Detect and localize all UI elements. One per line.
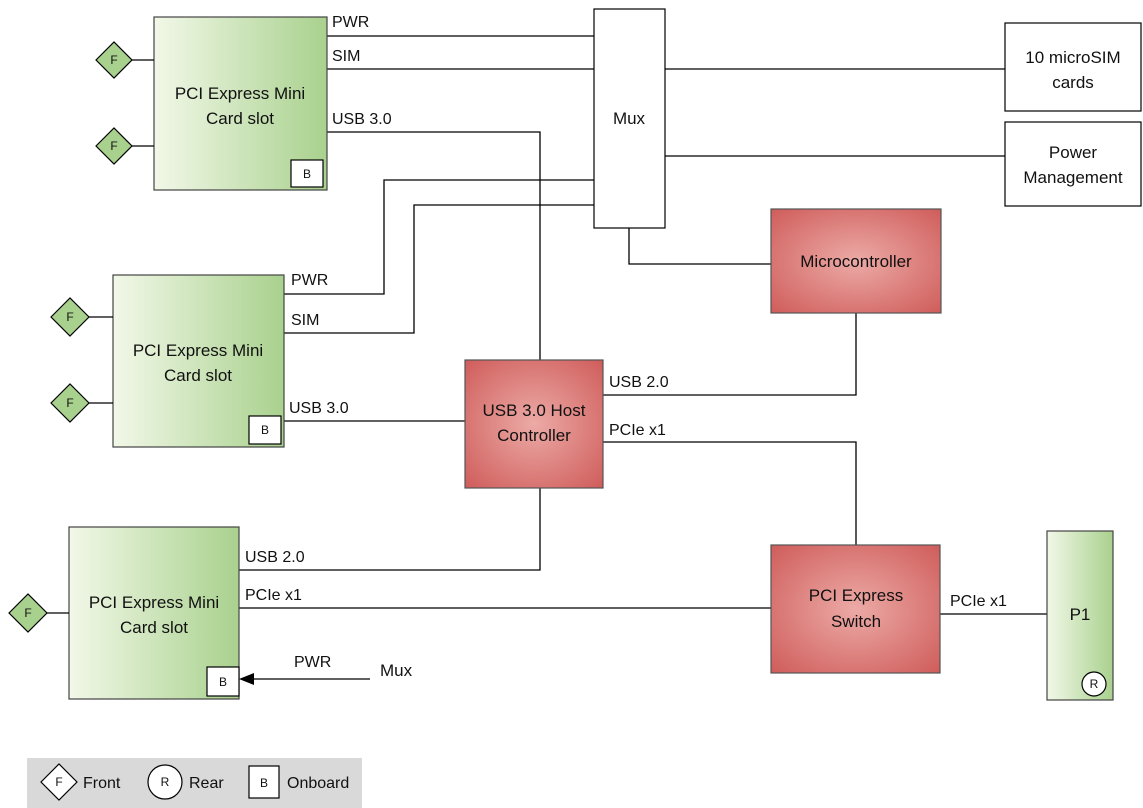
- p1-slot-block: P1 R: [1046, 530, 1114, 701]
- signal-label: PWR: [294, 654, 331, 671]
- front-marker-text: F: [66, 310, 73, 324]
- signal-label: SIM: [332, 48, 360, 65]
- switch-label-line1: PCI Express: [809, 586, 903, 605]
- card-label-line1: PCI Express Mini: [133, 341, 263, 360]
- legend-rear-item: R Rear: [147, 764, 224, 800]
- rear-marker-text: R: [1090, 677, 1099, 691]
- microsim-label-line2: cards: [1052, 73, 1094, 92]
- front-connector-icon: F: [8, 593, 69, 633]
- pcie-switch-block: PCI Express Switch: [770, 544, 941, 674]
- p1-label: P1: [1070, 605, 1091, 624]
- legend-onboard-label: Onboard: [287, 775, 349, 792]
- microsim-block: 10 microSIM cards: [1004, 22, 1142, 112]
- legend: F Front R Rear B Onboard: [27, 758, 362, 808]
- usbhost-label-line2: Controller: [497, 426, 571, 445]
- front-diamond-icon: [40, 763, 78, 801]
- mux-block: Mux: [593, 8, 666, 229]
- legend-onboard-item: B Onboard: [248, 765, 349, 799]
- rear-circle-icon: [147, 764, 183, 800]
- legend-front-label: Front: [83, 775, 121, 792]
- power-management-block: Power Management: [1004, 121, 1142, 207]
- legend-onboard-symbol: B: [260, 776, 268, 790]
- front-connector-icon: F: [50, 383, 113, 423]
- card-label-line2: Card slot: [206, 109, 274, 128]
- signal-label: USB 2.0: [609, 374, 669, 391]
- c3-usb-line: [239, 488, 541, 571]
- mux-micro-line: [628, 228, 771, 265]
- power-label-line2: Management: [1023, 168, 1123, 187]
- onboard-badge: [248, 415, 282, 445]
- host-pcie-line: [603, 441, 857, 545]
- onboard-badge-text: B: [219, 675, 227, 689]
- connections: [239, 35, 1047, 680]
- legend-background: [27, 758, 362, 808]
- legend-rear-symbol: R: [161, 775, 170, 789]
- mini-card-slot-3: PCI Express Mini Card slot B: [68, 526, 240, 700]
- onboard-badge-text: B: [261, 423, 269, 437]
- legend-front-item: F Front: [40, 763, 121, 801]
- power-label-line1: Power: [1049, 143, 1098, 162]
- signal-label: SIM: [291, 312, 319, 329]
- signal-label: PCIe x1: [950, 593, 1007, 610]
- signal-label: PCIe x1: [609, 422, 666, 439]
- legend-front-symbol: F: [55, 775, 62, 789]
- signal-label: USB 3.0: [332, 111, 392, 128]
- microsim-label-line1: 10 microSIM: [1025, 48, 1120, 67]
- c2-sim-line: [284, 204, 594, 334]
- onboard-square-icon: [248, 765, 280, 799]
- signal-label: PWR: [291, 272, 328, 289]
- card-label-line1: PCI Express Mini: [89, 593, 219, 612]
- mini-card-slot-1: PCI Express Mini Card slot B: [153, 16, 328, 191]
- front-connector-icon: F: [50, 297, 113, 337]
- mux-label: Mux: [613, 109, 646, 128]
- c3-pwr-arrow: [239, 673, 254, 685]
- switch-label-line2: Switch: [831, 612, 881, 631]
- onboard-badge: [290, 159, 324, 188]
- microcontroller-block: Microcontroller: [770, 208, 942, 314]
- front-connector-icon: F: [95, 127, 154, 165]
- c2-pwr-line: [284, 179, 594, 295]
- front-marker-text: F: [24, 606, 31, 620]
- onboard-badge: [206, 666, 240, 697]
- signal-label: Mux: [380, 661, 413, 680]
- card-label-line1: PCI Express Mini: [175, 84, 305, 103]
- signal-label: USB 3.0: [289, 400, 349, 417]
- signal-label: USB 2.0: [245, 549, 305, 566]
- onboard-badge-text: B: [303, 167, 311, 181]
- usbhost-label-line1: USB 3.0 Host: [483, 401, 586, 420]
- host-usb2-line: [603, 313, 857, 396]
- mini-card-slot-2: PCI Express Mini Card slot B: [112, 274, 285, 448]
- rear-marker: [1081, 671, 1107, 697]
- legend-rear-label: Rear: [189, 775, 224, 792]
- signal-label: PCIe x1: [245, 587, 302, 604]
- c1-usb-line: [327, 131, 541, 360]
- card-label-line2: Card slot: [120, 618, 188, 637]
- signal-labels: PWR SIM USB 3.0 PWR SIM USB 3.0 USB 2.0 …: [245, 14, 1007, 680]
- microcontroller-label: Microcontroller: [800, 252, 912, 271]
- signal-label: PWR: [332, 14, 369, 31]
- front-marker-text: F: [66, 396, 73, 410]
- front-marker-text: F: [110, 53, 117, 67]
- front-marker-text: F: [110, 139, 117, 153]
- usb-host-controller-block: USB 3.0 Host Controller: [464, 359, 604, 489]
- card-label-line2: Card slot: [164, 366, 232, 385]
- front-connector-icon: F: [95, 41, 154, 79]
